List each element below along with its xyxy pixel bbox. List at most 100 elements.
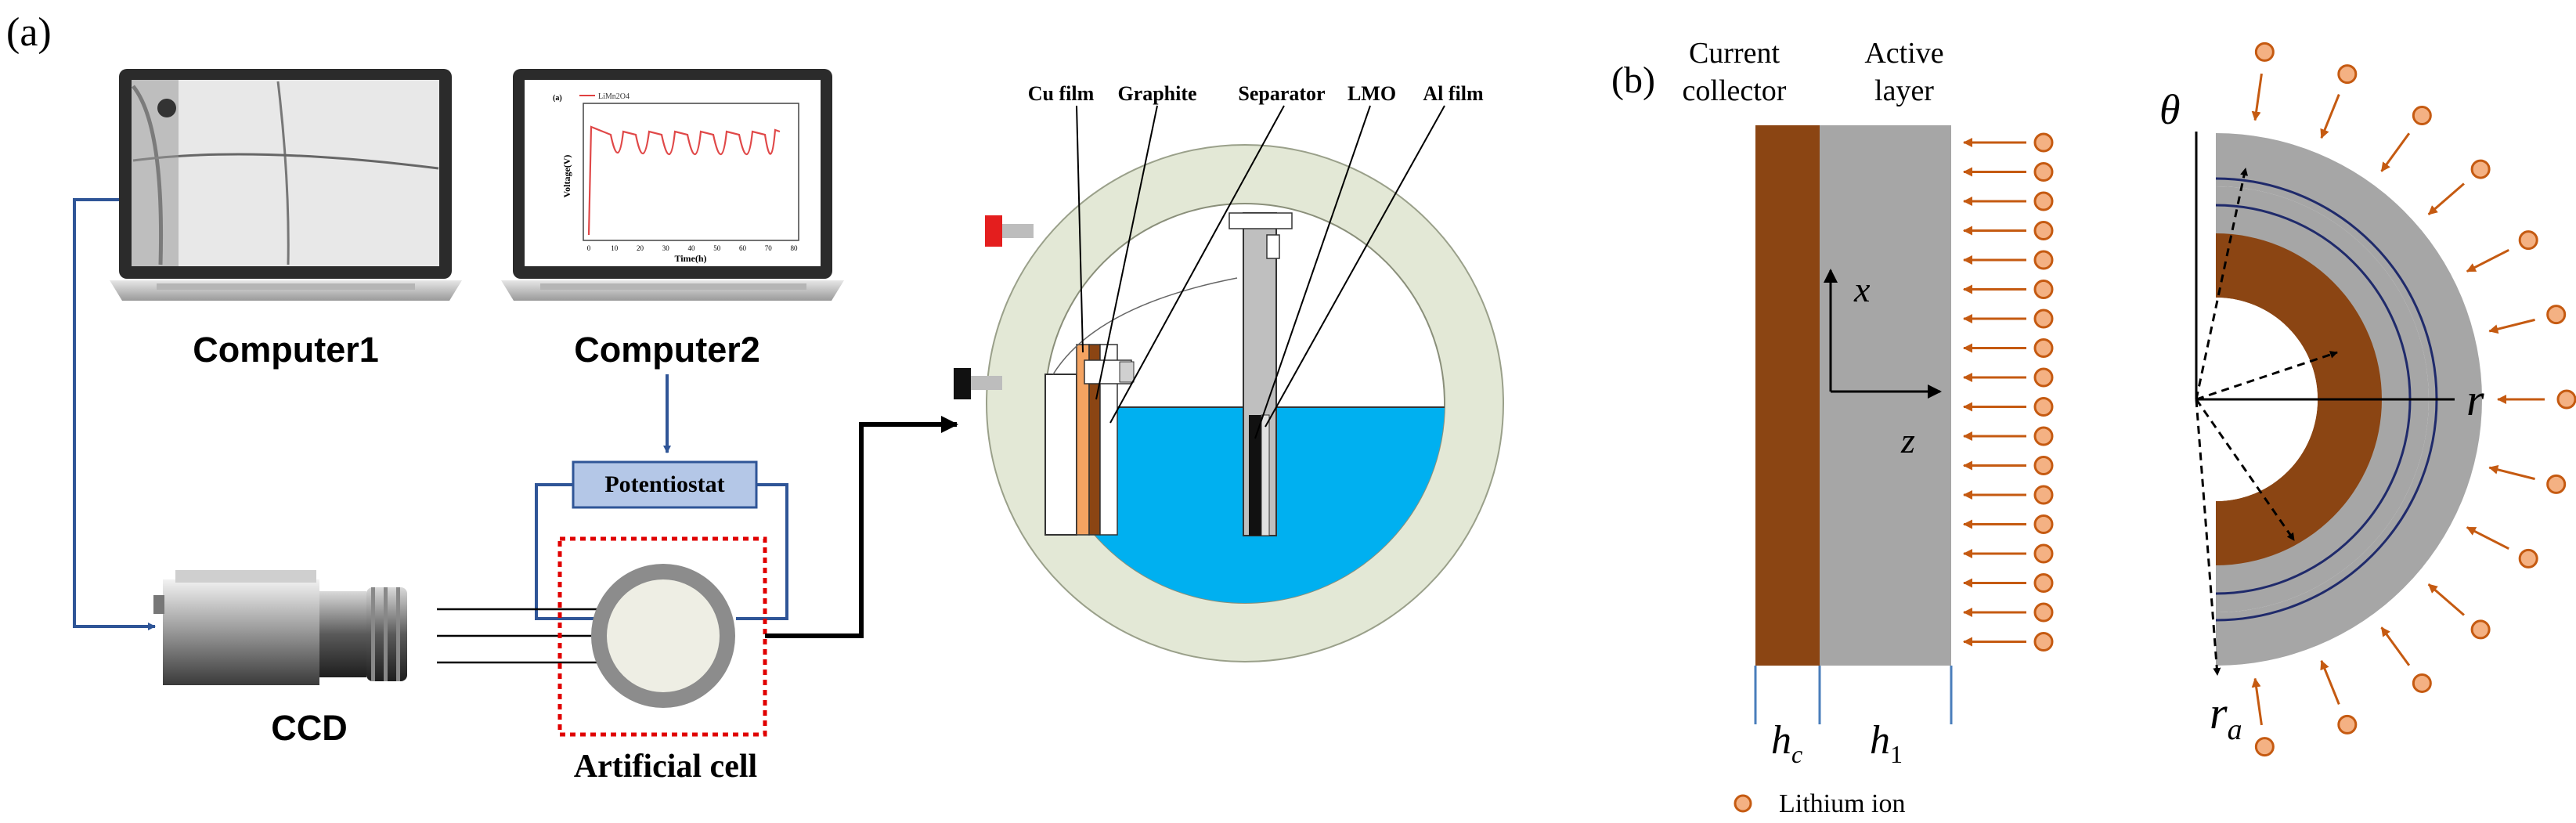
- active-layer-label-line1: Active: [1864, 37, 1943, 70]
- screen-plot-tick-label: 20: [637, 244, 644, 252]
- lithium-ion: [2033, 367, 2054, 388]
- slab-lithium-ions: [1963, 132, 2054, 652]
- theta-label: θ: [2159, 86, 2181, 133]
- computer1-label: Computer1: [193, 330, 379, 370]
- computer1-to-ccd-wire: [73, 198, 156, 630]
- radius-dashed-lines: [2195, 168, 2338, 676]
- ccd-camera: [153, 570, 407, 685]
- screen-plot-tick-label: 70: [765, 244, 773, 252]
- lmo: [1249, 415, 1261, 536]
- screen-plot-xlabel: Time(h): [674, 253, 706, 264]
- legend-label: Lithium ion: [1779, 789, 1906, 818]
- voltage-curve: [587, 125, 781, 236]
- lithium-ion: [2518, 548, 2538, 569]
- potentiostat-label: Potentiostat: [604, 471, 724, 497]
- panel-a-label: (a): [6, 10, 52, 55]
- ion-arrow: [2320, 659, 2340, 705]
- lithium-ion: [2033, 191, 2054, 211]
- screen-plot-panel-tag: (a): [553, 94, 562, 103]
- plot-frame: [583, 103, 799, 241]
- ion-arrow: [2380, 626, 2411, 666]
- ion-arrow: [2427, 182, 2465, 215]
- screen-plot-tick-label: 40: [688, 244, 696, 252]
- ion-arrow: [2320, 94, 2340, 139]
- ion-arrow: [2251, 677, 2263, 726]
- potentiostat-left-wire: [535, 483, 595, 620]
- artificial-cell-highlight: [557, 536, 767, 737]
- potentiostat-right-wire: [736, 483, 788, 620]
- particle-active-shell: [2216, 133, 2482, 666]
- lithium-ion: [2546, 474, 2567, 494]
- thickness-markers: [1754, 666, 1953, 724]
- zoom-arrow: [765, 416, 958, 638]
- artificial-cell-core: [607, 579, 720, 692]
- anode-holder: [1044, 374, 1077, 536]
- screen-plot-tick-label: 80: [791, 244, 799, 252]
- current-collector-label-line1: Current: [1689, 37, 1780, 70]
- screen-plot-ylabel: Voltage(V): [561, 155, 572, 198]
- lithium-ion: [2033, 280, 2054, 299]
- lithium-ion: [2337, 64, 2358, 85]
- separator-label: Separator: [1238, 82, 1325, 105]
- lithium-ion: [2254, 737, 2275, 757]
- axis-x-label: x: [1853, 269, 1871, 309]
- active-layer-slab: [1820, 125, 1951, 666]
- axis-z-label: z: [1900, 421, 1915, 460]
- red-knob: [985, 215, 1002, 247]
- current-collector-slab: [1755, 125, 1820, 666]
- screen-plot-tick-label: 60: [739, 244, 747, 252]
- active-layer-label-line2: layer: [1874, 74, 1934, 107]
- graphite-label: Graphite: [1117, 82, 1196, 105]
- lithium-ion: [2033, 456, 2054, 475]
- lithium-ion: [2470, 619, 2491, 640]
- lithium-ion: [2033, 602, 2054, 623]
- lithium-ion: [2033, 162, 2054, 182]
- r-label: r: [2466, 374, 2484, 425]
- lithium-ion: [2033, 338, 2054, 358]
- al-film-label: Al film: [1423, 82, 1484, 105]
- lithium-ion: [2412, 673, 2432, 693]
- ccd-label: CCD: [271, 708, 348, 748]
- artificial-cell-label: Artificial cell: [574, 749, 757, 785]
- lithium-ion: [2412, 106, 2432, 126]
- computer2-screen: [525, 80, 821, 266]
- computer2-label: Computer2: [574, 330, 760, 370]
- lithium-ion: [2546, 305, 2567, 325]
- computer1-laptop: [110, 69, 462, 301]
- panel-b-label: (b): [1611, 60, 1655, 101]
- ion-arrow: [2488, 318, 2535, 334]
- ion-arrow: [2466, 248, 2509, 273]
- lithium-ion: [2033, 397, 2054, 417]
- ion-arrow: [2251, 73, 2263, 121]
- lithium-ion: [2033, 514, 2054, 534]
- black-knob: [954, 368, 971, 399]
- lithium-ion: [2033, 132, 2054, 153]
- lithium-ion: [2254, 42, 2275, 62]
- h-c-label: hc: [1771, 718, 1802, 768]
- lithium-ion: [2033, 485, 2054, 505]
- computer2-laptop: [501, 69, 844, 301]
- screen-plot-tick-label: 0: [587, 244, 591, 252]
- ion-arrow: [2488, 464, 2535, 481]
- screen-plot-tick-label: 30: [662, 244, 670, 252]
- lithium-ion: [2518, 230, 2538, 251]
- radial-lithium-ions: [2251, 42, 2576, 757]
- lithium-ion: [2033, 309, 2054, 329]
- lmo-label: LMO: [1348, 82, 1396, 105]
- lithium-ion: [2556, 389, 2576, 410]
- lithium-ion: [2033, 221, 2054, 240]
- ion-arrow: [2466, 526, 2509, 550]
- lithium-ion: [2470, 159, 2491, 179]
- anode-spacer: [1099, 344, 1118, 536]
- lithium-ion: [2337, 714, 2358, 735]
- screen-plot-legend: LiMn2O4: [598, 92, 630, 101]
- lithium-ion: [2033, 632, 2054, 652]
- h-1-label: h1: [1870, 718, 1903, 768]
- current-collector-label-line2: collector: [1683, 74, 1787, 107]
- screen-plot-tick-label: 50: [713, 244, 721, 252]
- callout-lines: [1076, 105, 1445, 439]
- cu-film-label: Cu film: [1028, 82, 1095, 105]
